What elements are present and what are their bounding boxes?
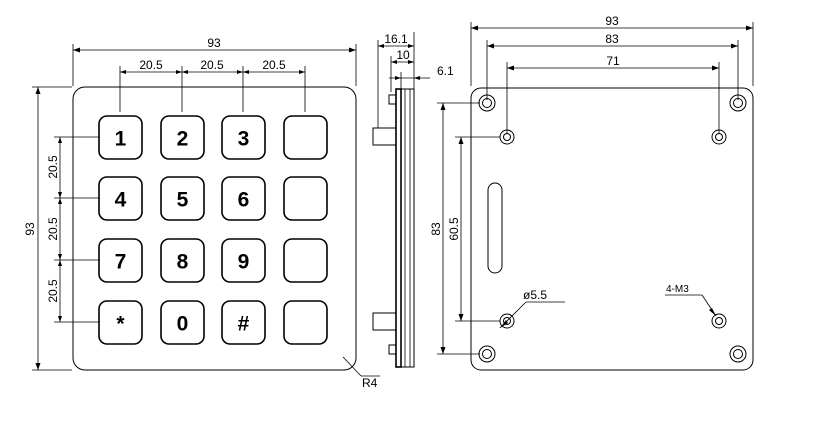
back-view: 93 83 71 83 60.5: [429, 14, 754, 371]
mount-hole-top-right: [729, 94, 747, 112]
thread-label: 4-M3: [666, 284, 689, 295]
key-8: 8: [160, 238, 205, 283]
pitch-label-v1: 20.5: [46, 155, 60, 179]
key-7: 7: [98, 238, 143, 283]
front-height-label: 93: [23, 222, 37, 236]
back-inner-height-span-label: 60.5: [447, 217, 461, 241]
pitch-label-v2: 20.5: [46, 217, 60, 241]
key-label: 2: [177, 128, 189, 151]
key-3: 3: [221, 115, 266, 160]
key-label: 6: [238, 189, 250, 212]
key-label: 3: [238, 128, 250, 151]
key-label: *: [116, 313, 125, 336]
key-blank-0: [283, 115, 328, 160]
key-label: 9: [238, 251, 250, 274]
radius-label: R4: [362, 376, 378, 390]
key-grid: 1 2 3 4 5 6 7 8 9 * 0 #: [98, 115, 328, 345]
stud-bottom-right: [711, 313, 727, 329]
key-blank-3: [283, 300, 328, 345]
cable-slot: [487, 182, 503, 274]
hole-diameter-label: ø5.5: [523, 288, 547, 302]
side-total-depth-label: 16.1: [384, 32, 408, 46]
mount-hole-top-left: [478, 94, 496, 112]
front-panel-outline: [72, 86, 357, 371]
pitch-label-h1: 20.5: [139, 58, 163, 72]
stud-top-left: [499, 129, 515, 145]
key-blank-2: [283, 238, 328, 283]
stud-top-right: [711, 129, 727, 145]
mount-hole-bottom-left: [478, 345, 496, 363]
side-mid-depth-label: 10: [396, 48, 410, 62]
key-0: 0: [160, 300, 205, 345]
key-label: 7: [115, 251, 127, 274]
key-label: 4: [115, 189, 127, 212]
key-5: 5: [160, 176, 205, 221]
back-height-span-label: 83: [429, 222, 443, 236]
side-view: 16.1 10 6.1: [372, 32, 454, 368]
stud-bottom-left: [499, 313, 515, 329]
key-blank-1: [283, 176, 328, 221]
mount-hole-bottom-right: [729, 345, 747, 363]
key-label: 8: [177, 251, 189, 274]
key-label: 0: [177, 313, 189, 336]
key-#: #: [221, 300, 266, 345]
key-6: 6: [221, 176, 266, 221]
key-2: 2: [160, 115, 205, 160]
key-4: 4: [98, 176, 143, 221]
front-view: 93 20.5 20.5 20.5 93 20.5: [23, 36, 380, 390]
key-9: 9: [221, 238, 266, 283]
key-label: 1: [115, 128, 127, 151]
pitch-label-v3: 20.5: [46, 279, 60, 303]
back-width-label: 93: [605, 14, 619, 28]
key-1: 1: [98, 115, 143, 160]
key-label: 5: [177, 189, 189, 212]
key-label: #: [238, 313, 250, 336]
back-outer-hole-span-label: 83: [605, 32, 619, 46]
back-panel-outline: [470, 87, 754, 371]
back-inner-hole-span-label: 71: [606, 54, 620, 68]
key-*: *: [98, 300, 143, 345]
pitch-label-h2: 20.5: [200, 58, 224, 72]
side-plate-label: 6.1: [437, 64, 454, 78]
front-width-label: 93: [207, 36, 221, 50]
pitch-label-h3: 20.5: [262, 58, 286, 72]
